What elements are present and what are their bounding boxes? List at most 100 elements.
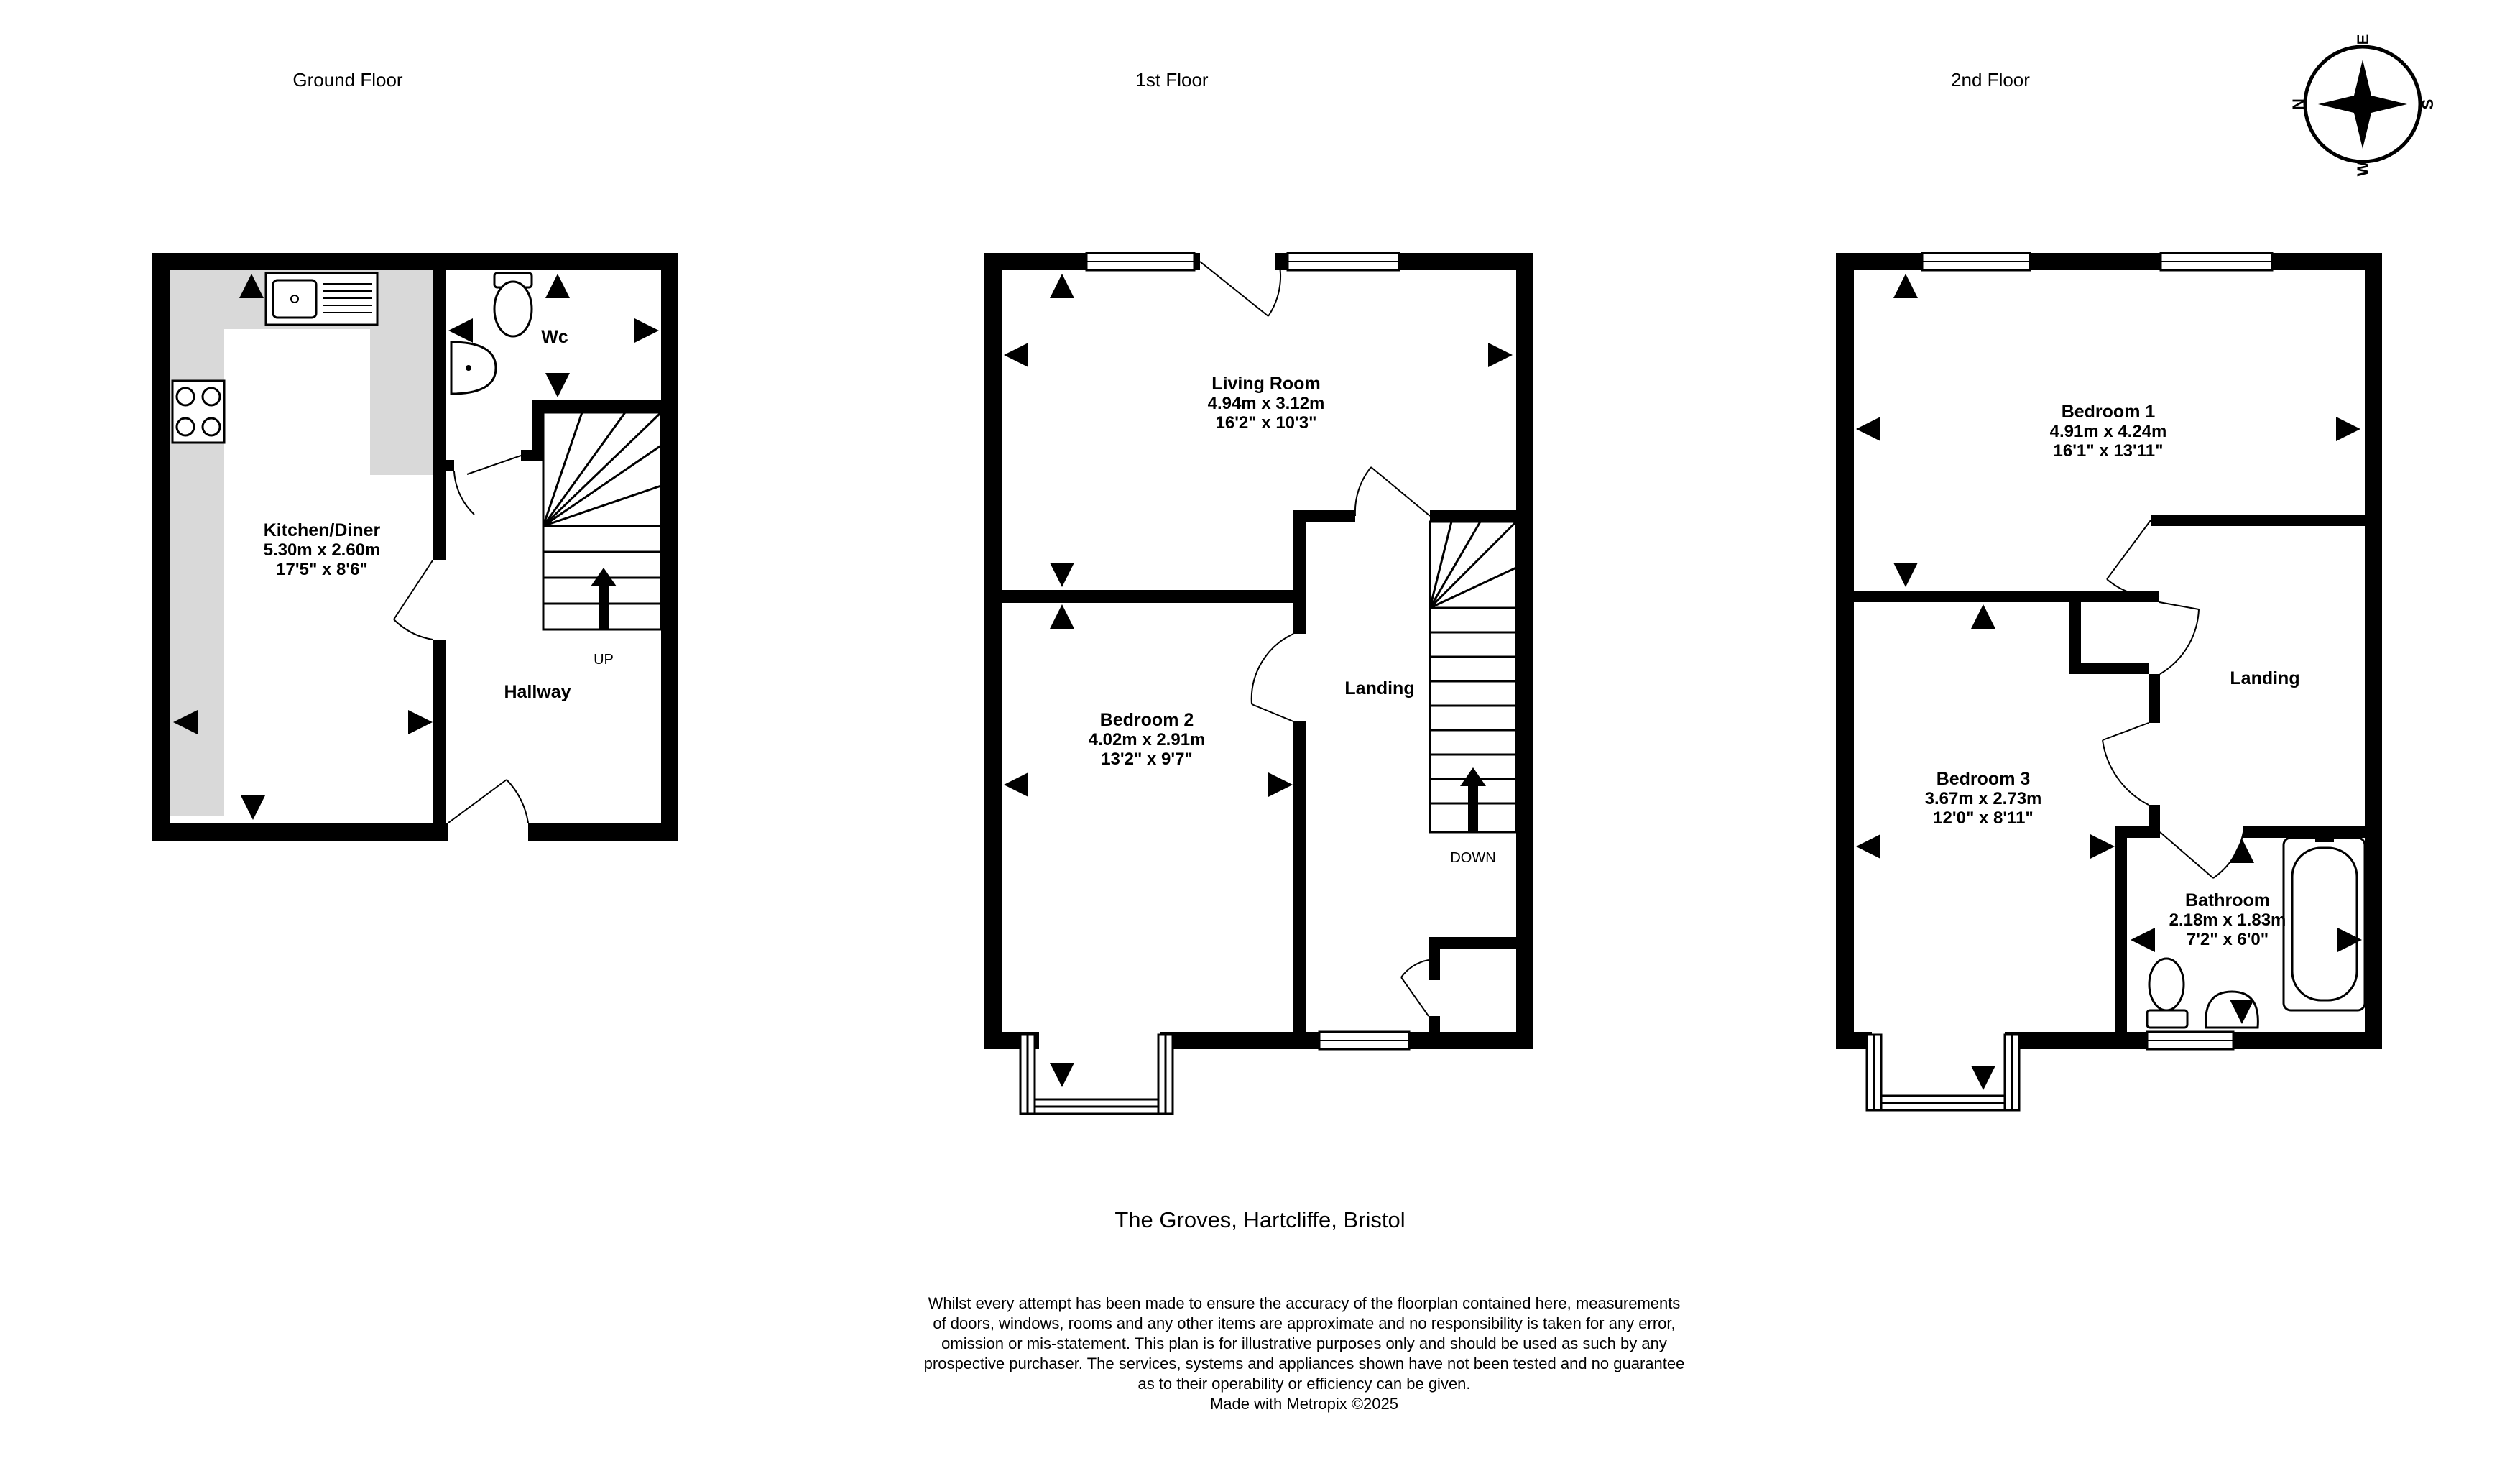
door-swing <box>393 560 433 640</box>
disclaimer-line: prospective purchaser. The services, sys… <box>923 1355 1685 1372</box>
property-address: The Groves, Hartcliffe, Bristol <box>1114 1207 1406 1232</box>
room-dim-bedroom3-metric: 3.67m x 2.73m <box>1925 789 2042 808</box>
wall <box>661 253 678 841</box>
room-name-bathroom: Bathroom <box>2185 890 2270 910</box>
wall <box>2149 805 2160 826</box>
hob-icon <box>171 379 226 444</box>
wall <box>2233 1032 2382 1049</box>
window <box>1286 252 1400 272</box>
wall <box>2272 253 2382 270</box>
door-swing <box>448 779 529 823</box>
wall <box>1293 510 1355 522</box>
wall <box>1516 253 1533 1049</box>
wall <box>152 823 448 841</box>
room-name-hallway: Hallway <box>504 682 571 702</box>
wall <box>1429 1016 1440 1032</box>
wall <box>433 640 446 823</box>
sink-icon <box>264 272 379 326</box>
room-name-landing-second: Landing <box>2230 668 2299 688</box>
disclaimer-line: of doors, windows, rooms and any other i… <box>933 1314 1676 1332</box>
room-name-bedroom3: Bedroom 3 <box>1937 769 2031 789</box>
window <box>1318 1030 1411 1051</box>
room-dim-bedroom1-metric: 4.91m x 4.24m <box>2050 422 2167 441</box>
door-swing <box>1354 466 1431 517</box>
ground-floor-plan: UP Kitchen/Diner 5.30m x 2.60m 17'5" x 8… <box>152 253 678 841</box>
room-dim-bedroom1-imperial: 16'1" x 13'11" <box>2054 441 2164 461</box>
wall <box>1293 510 1306 634</box>
compass-s: S <box>2419 99 2437 110</box>
room-dim-bathroom-imperial: 7'2" x 6'0" <box>2187 930 2269 949</box>
second-floor-plan: Bedroom 1 4.91m x 4.24m 16'1" x 13'11" L… <box>1836 252 2382 1112</box>
door-swing <box>2159 831 2244 879</box>
door-swing <box>1250 633 1294 722</box>
disclaimer-line: as to their operability or efficiency ca… <box>1137 1375 1471 1393</box>
wall <box>1854 591 2159 602</box>
stair-label-up: UP <box>594 652 614 668</box>
room-name-living: Living Room <box>1211 374 1320 394</box>
door-swing <box>2159 601 2200 675</box>
wall <box>2365 253 2382 1049</box>
wall <box>2151 515 2365 526</box>
wall <box>1409 1032 1533 1049</box>
kitchen-worktop <box>370 270 433 475</box>
toilet-icon <box>493 272 533 338</box>
compass-w: W <box>2354 161 2372 176</box>
disclaimer-line: Whilst every attempt has been made to en… <box>928 1294 1681 1312</box>
wall <box>152 253 678 270</box>
disclaimer-text: Whilst every attempt has been made to en… <box>862 1293 1746 1414</box>
wall <box>528 823 678 841</box>
bay-window <box>1019 1033 1174 1115</box>
wall <box>2149 674 2160 723</box>
room-dim-bedroom3-imperial: 12'0" x 8'11" <box>1933 808 2034 828</box>
compass-n: N <box>2289 98 2307 110</box>
room-name-landing-first: Landing <box>1344 678 1414 698</box>
wall <box>1836 253 1854 1049</box>
wall <box>1194 253 1200 270</box>
wall <box>433 270 446 560</box>
compass-rose-icon: N E S W <box>2289 34 2437 177</box>
basin-icon <box>2205 990 2259 1029</box>
window <box>2159 252 2274 272</box>
wall <box>2115 826 2127 1032</box>
stair-label-down: DOWN <box>1450 850 1495 866</box>
first-floor-plan: DOWN Living Room 4.94m x 3.12m 16'2" x 1… <box>984 252 1533 1115</box>
bay-window <box>1865 1033 2021 1112</box>
wall <box>521 450 543 461</box>
room-dim-bathroom-metric: 2.18m x 1.83m <box>2169 910 2286 930</box>
floor-title-second: 2nd Floor <box>1951 69 2030 91</box>
wall <box>1275 253 1288 270</box>
wall <box>1002 590 1306 603</box>
wall <box>2243 826 2365 838</box>
wall <box>446 460 454 471</box>
bath-icon <box>2282 836 2366 1012</box>
basin-icon <box>450 341 497 395</box>
room-dim-bedroom2-imperial: 13'2" x 9'7" <box>1101 749 1193 769</box>
wall <box>1293 721 1306 1032</box>
room-name-bedroom2: Bedroom 2 <box>1100 710 1194 730</box>
room-dim-kitchen-imperial: 17'5" x 8'6" <box>276 560 368 579</box>
wall <box>1160 1032 1319 1049</box>
room-dim-living-metric: 4.94m x 3.12m <box>1208 394 1325 413</box>
door-swing <box>1199 261 1281 317</box>
stair-direction-arrow-icon <box>1460 767 1486 832</box>
room-name-bedroom1: Bedroom 1 <box>2062 402 2156 422</box>
window <box>1085 252 1196 272</box>
wall <box>984 253 1002 1049</box>
room-dim-kitchen-metric: 5.30m x 2.60m <box>264 540 381 560</box>
wall <box>1429 937 1516 949</box>
wall <box>2005 1032 2147 1049</box>
disclaimer-line: omission or mis-statement. This plan is … <box>941 1334 1667 1352</box>
room-dim-bedroom2-metric: 4.02m x 2.91m <box>1089 730 1206 749</box>
window <box>2146 1030 2235 1051</box>
door-swing <box>453 455 522 515</box>
floor-title-first: 1st Floor <box>1135 69 1208 91</box>
room-name-kitchen: Kitchen/Diner <box>264 520 381 540</box>
floor-title-ground: Ground Floor <box>292 69 403 91</box>
wall <box>2069 663 2149 674</box>
room-name-wc: Wc <box>541 327 568 347</box>
toilet-icon <box>2146 957 2189 1029</box>
disclaimer-credit: Made with Metropix ©2025 <box>1209 1395 1398 1413</box>
wall <box>1430 510 1516 522</box>
door-swing <box>2106 520 2160 598</box>
wall <box>152 253 170 841</box>
